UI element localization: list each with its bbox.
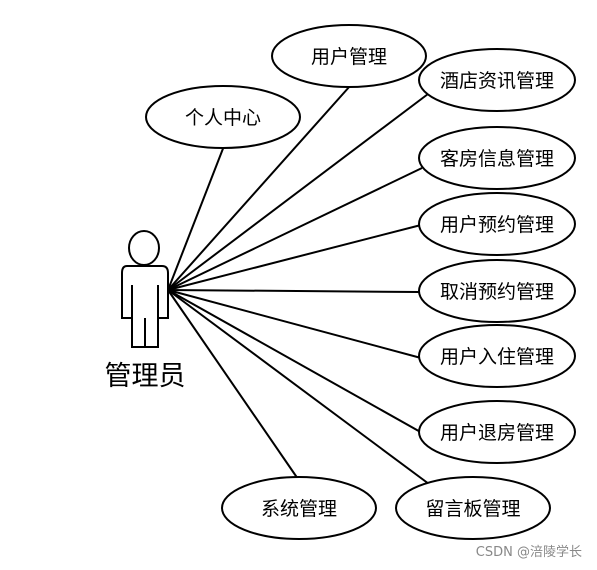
use-case-label-checkin-mgmt: 用户入住管理	[440, 346, 554, 368]
use-case-personal-center	[145, 85, 301, 149]
association-checkout-mgmt	[167, 289, 425, 435]
actor-head	[128, 230, 160, 266]
association-hotel-news-mgmt	[167, 93, 429, 291]
use-case-system-mgmt	[221, 476, 377, 540]
association-room-info-mgmt	[167, 167, 423, 291]
association-cancel-reservation-mgmt	[167, 289, 420, 293]
use-case-label-user-mgmt: 用户管理	[311, 46, 387, 68]
association-reservation-mgmt	[167, 224, 422, 291]
use-case-labels: 用户管理 酒店资讯管理 个人中心 客房信息管理 用户预约管理 取消预约管理 用户…	[185, 46, 554, 520]
use-case-cancel-reservation-mgmt	[418, 259, 576, 323]
use-case-hotel-news-mgmt	[418, 48, 576, 112]
actor-figure	[121, 230, 169, 348]
use-case-label-checkout-mgmt: 用户退房管理	[440, 422, 554, 444]
use-case-label-hotel-news-mgmt: 酒店资讯管理	[440, 70, 554, 92]
association-checkin-mgmt	[167, 289, 422, 359]
association-message-board-mgmt	[167, 289, 430, 485]
use-case-checkin-mgmt	[418, 324, 576, 388]
use-case-room-info-mgmt	[418, 126, 576, 190]
use-case-reservation-mgmt	[418, 192, 576, 256]
association-system-mgmt	[167, 289, 299, 480]
association-personal-center	[167, 145, 225, 291]
use-case-label-cancel-reservation-mgmt: 取消预约管理	[440, 281, 554, 303]
association-lines	[167, 85, 430, 485]
use-case-message-board-mgmt	[395, 476, 551, 540]
use-case-label-personal-center: 个人中心	[185, 107, 261, 129]
use-case-checkout-mgmt	[418, 400, 576, 464]
use-case-label-reservation-mgmt: 用户预约管理	[440, 214, 554, 236]
use-case-label-message-board-mgmt: 留言板管理	[425, 498, 520, 520]
association-user-mgmt	[167, 85, 351, 291]
use-case-label-system-mgmt: 系统管理	[261, 498, 337, 520]
watermark: CSDN @涪陵学长	[476, 544, 582, 560]
use-case-label-room-info-mgmt: 客房信息管理	[440, 148, 554, 170]
use-case-ellipses	[145, 24, 576, 540]
actor-label: 管理员	[105, 361, 186, 392]
use-case-user-mgmt	[271, 24, 427, 88]
actor-body	[121, 265, 169, 348]
